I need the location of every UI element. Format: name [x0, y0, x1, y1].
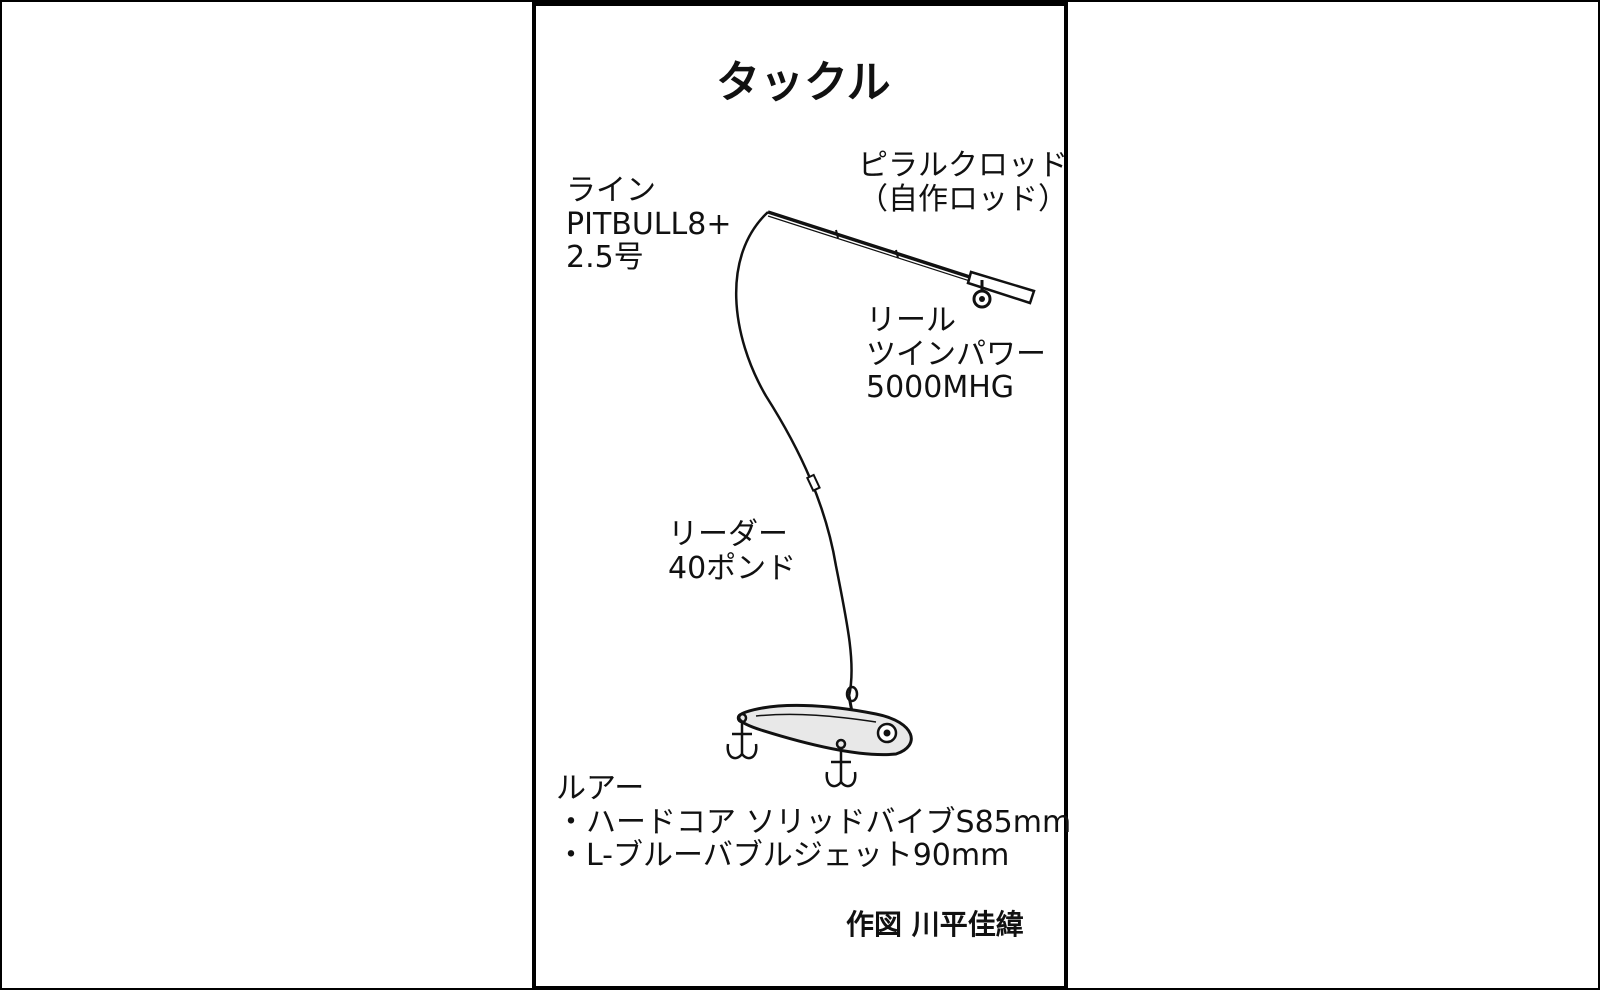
illustration-credit: 作図 川平佳緯 — [846, 908, 1024, 941]
leader-label-heading: リーダー — [668, 517, 788, 552]
rod-label: ピラルクロッド （自作ロッド） — [858, 149, 1068, 216]
lure-item-1: ・ハードコア ソリッドバイブS85mm — [556, 804, 1072, 840]
leader-label: リーダー 40ポンド — [668, 518, 796, 585]
line-label-size: 2.5号 — [566, 240, 644, 276]
diagram-title: タックル — [716, 57, 891, 108]
reel-label-model: 5000MHG — [866, 370, 1015, 406]
lure-label: ルアー ・ハードコア ソリッドバイブS85mm ・L-ブルーバブルジェット90m… — [556, 772, 1071, 873]
reel-label-product: ツインパワー — [866, 336, 1046, 372]
lure-item-2: ・L-ブルーバブルジェット90mm — [556, 838, 1010, 874]
reel — [972, 280, 992, 309]
leader-label-strength: 40ポンド — [668, 550, 797, 586]
line-label: ライン PITBULL8+ 2.5号 — [566, 174, 731, 275]
reel-label: リール ツインパワー 5000MHG — [866, 304, 1046, 405]
line-label-product: PITBULL8+ — [566, 206, 732, 242]
tackle-illustration — [726, 210, 1036, 788]
rod-label-note: （自作ロッド） — [858, 181, 1068, 217]
rod — [767, 210, 1036, 305]
line-leader-knot — [805, 473, 821, 492]
treble-hook-rear — [825, 738, 857, 788]
rod-label-name: ピラルクロッド — [858, 148, 1068, 183]
fishing-line — [734, 211, 853, 697]
line-label-heading: ライン — [566, 173, 656, 208]
treble-hook-front — [726, 712, 758, 760]
lure — [726, 685, 913, 788]
lure-label-heading: ルアー — [556, 771, 645, 806]
tackle-diagram-panel: タックル ライン PITBULL8+ 2.5号 ピラルクロッド （自作ロッド） … — [532, 2, 1071, 990]
reel-label-heading: リール — [866, 303, 956, 338]
